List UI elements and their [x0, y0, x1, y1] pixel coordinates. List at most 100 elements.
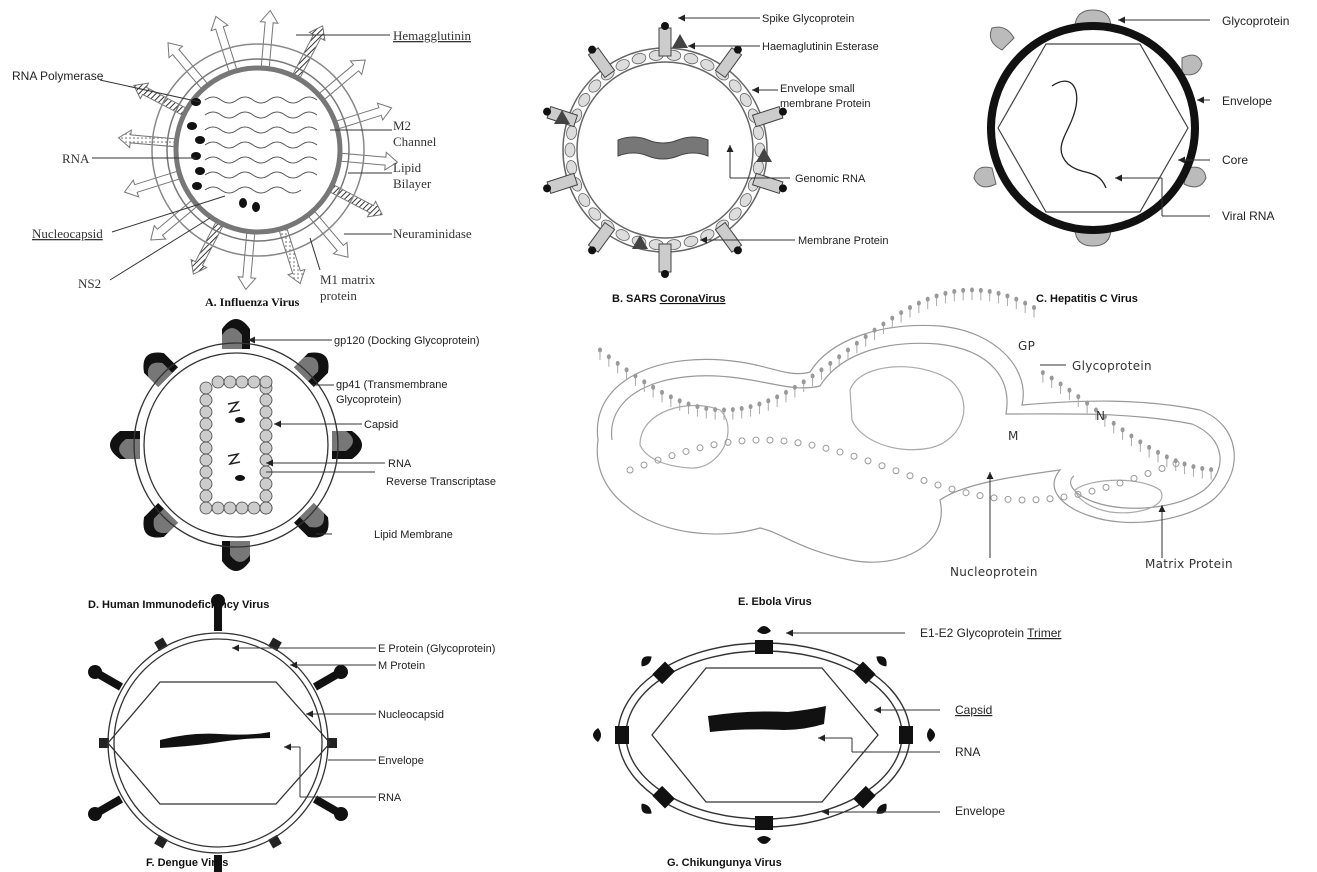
membrane-bead [683, 52, 699, 65]
ebola-coil [781, 438, 787, 444]
label-gp120: gp120 (Docking Glycoprotein) [334, 335, 480, 347]
ebola-coil [1103, 484, 1109, 490]
capsid-bead [260, 394, 272, 406]
ebola-spike-head [695, 404, 699, 409]
ebola-coil [1145, 470, 1151, 476]
ebola-spike-head [784, 390, 788, 395]
panel-chikungunya: E1-E2 Glycoprotein Trimer Capsid RNA Env… [593, 626, 1061, 869]
ebola-spike-head [988, 289, 992, 294]
label-ebola-gp-mark: GP [1018, 339, 1035, 353]
ebola-spike-head [1050, 376, 1054, 381]
label-hcv-viral-rna: Viral RNA [1222, 209, 1274, 223]
ebola-spike-head [926, 297, 930, 302]
ebola-spike-head [917, 301, 921, 306]
ebola-coil [921, 478, 927, 484]
ebola-coil [1047, 496, 1053, 502]
capsid-bead [200, 430, 212, 442]
ebola-coil [627, 467, 633, 473]
ebola-spike-head [1129, 434, 1133, 439]
ebola-spike-head [1156, 450, 1160, 455]
label-membrane-protein-small: membrane Protein [780, 98, 871, 110]
ebola-spike-head [1041, 370, 1045, 375]
ebola-spike-head [1023, 301, 1027, 306]
label-m2-channel: Channel [393, 134, 437, 149]
label-nucleocapsid: Nucleocapsid [32, 226, 103, 241]
ebola-leaders [990, 365, 1162, 558]
ebola-spike-head [722, 408, 726, 413]
ebola-spike-head [1209, 467, 1213, 472]
ebola-coil [697, 445, 703, 451]
capsid-bead [260, 376, 272, 388]
e-protein-knob [88, 665, 102, 679]
label-nucleoprotein: Nucleoprotein [950, 565, 1038, 579]
label-lipid-membrane: Lipid Membrane [374, 529, 453, 541]
ebola-spike-head [828, 361, 832, 366]
ebola-spike-head [1191, 464, 1195, 469]
ebola-coil [879, 463, 885, 469]
ebola-spike-head [1138, 439, 1142, 444]
caption-hiv: D. Human Immunodeficiency Virus [88, 599, 269, 611]
ebola-coil [963, 490, 969, 496]
ebola-spike-head [997, 291, 1001, 296]
ebola-coil [1005, 496, 1011, 502]
ebola-coil [767, 437, 773, 443]
trimer-head [757, 836, 771, 844]
membrane-bead [565, 125, 577, 141]
spike-knob [661, 22, 669, 30]
ebola-spike-head [740, 406, 744, 411]
ebola-spike-head [1076, 394, 1080, 399]
ebola-spike-head [899, 310, 903, 315]
panel-influenza: Hemagglutinin RNA Polymerase M2 Channel … [12, 11, 472, 309]
ebola-coil [865, 458, 871, 464]
arrowhead [678, 15, 685, 22]
ebola-spike-head [616, 361, 620, 366]
ebola-spike-head [908, 305, 912, 310]
hemagglutinin-spike [238, 233, 256, 289]
ebola-spike-head [713, 407, 717, 412]
ebola-coil [753, 437, 759, 443]
label-reverse-transcriptase: Reverse Transcriptase [386, 476, 496, 488]
label-chik-envelope: Envelope [955, 804, 1005, 818]
ebola-coil [837, 449, 843, 455]
label-chik-capsid: Capsid [955, 703, 992, 717]
caption-sars-prefix: B. SARS [612, 293, 660, 305]
hemagglutinin-spike [341, 152, 397, 170]
panel-sars: Spike Glycoprotein Haemaglutinin Esteras… [543, 13, 888, 305]
chikungunya-virion [593, 626, 935, 844]
label-dengue-nucleocapsid: Nucleocapsid [378, 709, 444, 721]
ebola-spike-head [651, 385, 655, 390]
capsid-bead [200, 502, 212, 514]
membrane-bead [565, 160, 577, 176]
trimer-head [874, 801, 890, 817]
label-neuraminidase: Neuraminidase [393, 226, 472, 241]
ebola-coil [669, 453, 675, 459]
spike-knob [588, 246, 596, 254]
spike-glycoprotein [659, 28, 671, 56]
hcv-virion [974, 10, 1206, 246]
capsid-bead [248, 376, 260, 388]
ebola-spike-head [979, 288, 983, 293]
ebola-coil [893, 468, 899, 474]
hiv-virion [110, 319, 362, 571]
capsid-bead [260, 418, 272, 430]
ebola-spike-head [749, 404, 753, 409]
capsid-bead [236, 376, 248, 388]
membrane-bead [631, 52, 647, 65]
e-protein-knob [88, 807, 102, 821]
label-dengue-envelope: Envelope [378, 755, 424, 767]
panel-ebola: GP M N Glycoprotein Nucleoprotein Matrix… [597, 288, 1234, 609]
ebola-coil [683, 448, 689, 454]
label-hiv-capsid: Capsid [364, 419, 398, 431]
label-rna: RNA [62, 151, 90, 166]
capsid-bead [260, 430, 272, 442]
spike-knob [661, 270, 669, 278]
ebola-spike-head [1112, 421, 1116, 426]
membrane-bead [683, 235, 699, 248]
panel-dengue: E Protein (Glycoprotein) M Protein Nucle… [88, 594, 495, 872]
spike-knob [588, 46, 596, 54]
ebola-coil [907, 473, 913, 479]
arrowhead [786, 630, 793, 637]
capsid-bead [200, 454, 212, 466]
capsid-bead [200, 466, 212, 478]
